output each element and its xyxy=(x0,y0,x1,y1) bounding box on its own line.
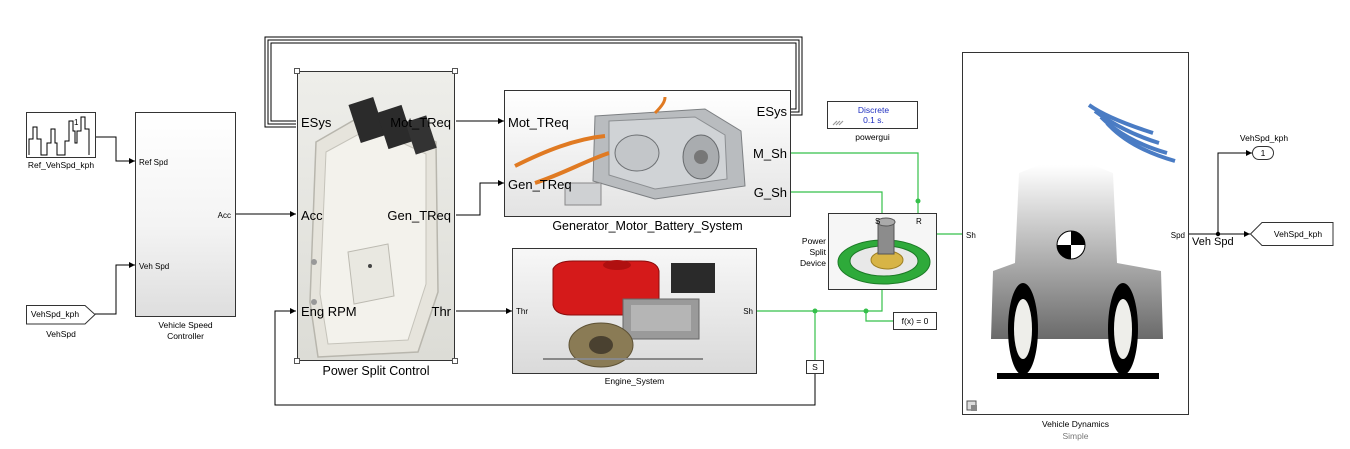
port-sh-out: Sh xyxy=(743,307,753,316)
selection-handle[interactable] xyxy=(294,358,300,364)
from-tag-text: VehSpd_kph xyxy=(30,309,80,319)
port-g-sh: G_Sh xyxy=(753,185,787,200)
port-acc-out: Acc xyxy=(217,211,231,220)
vehicle-speed-controller-block[interactable]: Ref Spd Veh Spd Acc xyxy=(135,112,236,317)
psd-label-line2: Split xyxy=(809,247,826,257)
selection-handle[interactable] xyxy=(452,68,458,74)
port-ref-spd: Ref Spd xyxy=(139,158,168,167)
port-r-tag: R xyxy=(916,217,922,226)
port-eng-rpm-in: Eng RPM xyxy=(301,304,357,319)
power-split-control-block[interactable]: ESys Acc Eng RPM Mot_TReq Gen_TReq Thr xyxy=(297,71,455,361)
ecu-image xyxy=(309,96,439,358)
port-thr-in: Thr xyxy=(516,307,528,316)
outport-number: 1 xyxy=(1260,148,1266,158)
generator-motor-battery-block[interactable]: Mot_TReq Gen_TReq ESys M_Sh G_Sh xyxy=(504,90,791,217)
outport-block[interactable]: 1 xyxy=(1252,146,1274,160)
ref-speed-signal-block[interactable]: 1 xyxy=(26,112,96,158)
vehicle-dynamics-block[interactable]: Sh Spd xyxy=(962,52,1189,415)
port-s-tag: S xyxy=(875,217,881,226)
port-esys-in: ESys xyxy=(301,115,332,130)
powergui-block[interactable]: Discrete 0.1 s. xyxy=(827,101,918,129)
psd-label-line1: Power xyxy=(801,236,826,246)
from-tag-block[interactable] xyxy=(26,305,96,325)
signal-marker: 1 xyxy=(74,118,79,127)
esys-bus xyxy=(264,36,803,128)
port-mot-treq-out: Mot_TReq xyxy=(390,115,451,130)
from-tag-label: VehSpd xyxy=(46,329,76,339)
controller-label-line1: Vehicle Speed xyxy=(158,320,213,330)
engine-system-label: Engine_System xyxy=(604,376,665,386)
engine-system-block[interactable]: Thr Sh xyxy=(512,248,757,374)
branch-point xyxy=(1215,231,1221,237)
wire-to-outport xyxy=(1217,150,1252,234)
port-gen-treq-out: Gen_TReq xyxy=(387,208,451,223)
solver-configuration-block[interactable]: f(x) = 0 xyxy=(893,312,937,330)
wire-gen-treq xyxy=(456,180,504,216)
psd-label-line3: Device xyxy=(800,258,826,268)
signal-waveform-icon xyxy=(28,116,90,156)
planetary-gear-image xyxy=(837,217,931,285)
powergui-label: powergui xyxy=(855,132,890,142)
power-split-control-label: Power Split Control xyxy=(322,364,430,378)
powergui-sample-time: 0.1 s. xyxy=(863,115,884,125)
port-acc-in: Acc xyxy=(301,208,323,223)
solver-text: f(x) = 0 xyxy=(901,316,929,326)
outport-label: VehSpd_kph xyxy=(1239,133,1289,143)
powergui-mode: Discrete xyxy=(857,105,890,115)
wire-ref-to-controller xyxy=(96,136,135,164)
port-gen-treq-in: Gen_TReq xyxy=(508,177,572,192)
signal-label-veh-spd: Veh Spd xyxy=(1192,236,1234,248)
controller-label-line2: Controller xyxy=(167,331,204,341)
gmb-label: Generator_Motor_Battery_System xyxy=(552,219,743,233)
sensor-text: S xyxy=(812,362,818,372)
port-thr-out: Thr xyxy=(431,304,452,319)
vehicle-dynamics-label: Vehicle Dynamics xyxy=(1041,419,1110,429)
power-split-device-block[interactable]: S R xyxy=(828,213,937,290)
port-spd-out: Spd xyxy=(1170,231,1185,240)
car-image xyxy=(966,103,1176,411)
goto-tag-block[interactable] xyxy=(1250,222,1334,246)
port-sh-in: Sh xyxy=(966,231,976,240)
speed-sensor-block[interactable]: S xyxy=(806,360,824,374)
port-mot-treq-in: Mot_TReq xyxy=(508,115,569,130)
wire-eng-rpm-feedback xyxy=(274,308,816,406)
port-m-sh: M_Sh xyxy=(753,146,787,161)
vehicle-dynamics-variant: Simple xyxy=(1062,431,1089,441)
port-esys-out: ESys xyxy=(756,104,787,119)
port-veh-spd: Veh Spd xyxy=(139,262,170,271)
engine-image xyxy=(543,260,715,368)
ref-speed-label: Ref_VehSpd_kph xyxy=(27,160,95,170)
link-icon xyxy=(832,120,844,126)
motor-image xyxy=(514,96,746,206)
goto-tag-text: VehSpd_kph xyxy=(1273,229,1323,239)
wire-vehspd-to-controller xyxy=(95,262,135,315)
selection-handle[interactable] xyxy=(294,68,300,74)
selection-handle[interactable] xyxy=(452,358,458,364)
